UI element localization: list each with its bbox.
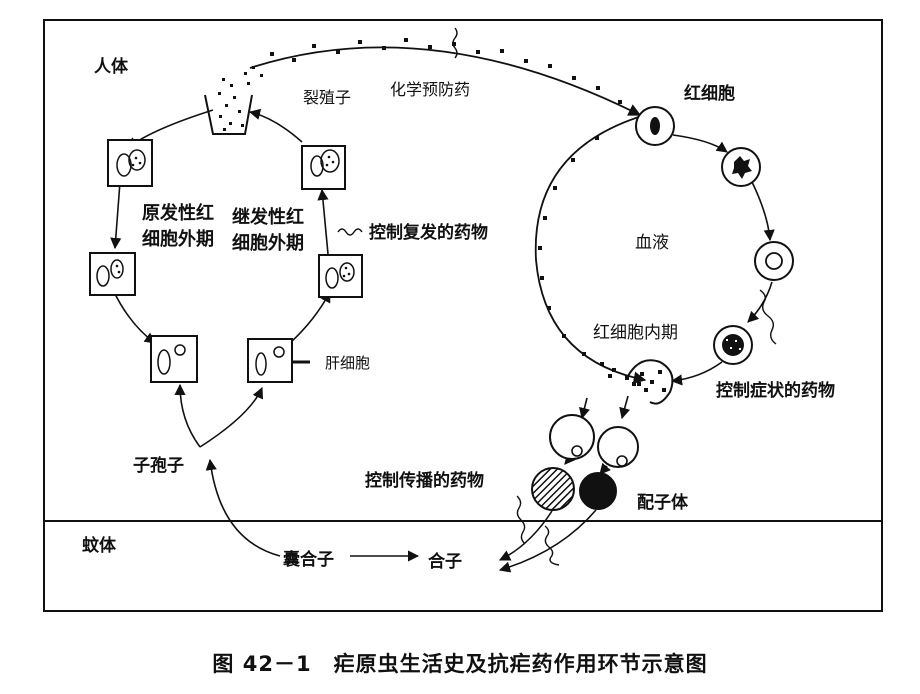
gametocyte-nucleus-b [616,455,628,467]
liver-cell-contents [96,149,355,376]
merozoite-dots [218,66,263,131]
gametocyte-cells [531,414,639,511]
label-zygote: 合子 [428,552,462,572]
liver-cell-speckles [115,155,351,278]
label-secondary-exo-line2: 细胞外期 [232,233,304,254]
label-sporozoite: 子孢子 [133,456,184,476]
label-gametocyte: 配子体 [637,493,688,513]
outer-frame [43,19,883,612]
liver-cell-boxes [89,139,363,383]
transmission-drug-squiggle-b [544,525,560,566]
label-oocyst: 囊合子 [283,550,334,570]
mosquito-transmission-arrows [205,458,597,573]
figure-caption: 图 42－1 疟原虫生活史及抗疟药作用环节示意图 [212,652,708,676]
label-relapse-drug: 控制复发的药物 [369,223,488,243]
label-erythro-stage: 红细胞内期 [593,323,678,343]
ring-parasite [650,117,660,135]
label-secondary-exo-line1: 继发性红 [232,207,304,228]
label-primary-exo-line1: 原发性红 [142,203,214,224]
schizont [722,334,744,356]
symptom-drug-squiggle [759,289,777,345]
liver-cycle-arcs [110,108,331,448]
prevention-drug-squiggle [452,27,458,59]
blood-cycle-left-arc [534,114,647,384]
ring-stage-inner [765,252,783,270]
label-rbc: 红细胞 [684,84,735,104]
rupture-dots [632,370,666,392]
label-liver-cell: 肝细胞 [325,354,371,372]
trophozoite [732,156,752,179]
region-label-mosquito: 蚊体 [82,536,116,556]
label-merozoite: 裂殖子 [303,88,352,107]
relapse-drug-squiggle [337,228,363,236]
schizont-speckles [726,339,741,350]
label-transmission-drug: 控制传播的药物 [365,471,484,491]
rupturing-rbc [627,359,674,405]
label-blood: 血液 [635,233,669,253]
label-chem-prevention: 化学预防药 [390,80,471,99]
label-symptom-drug: 控制症状的药物 [716,381,835,401]
blood-cycle-dots [538,136,641,386]
merozoite-path [249,46,642,116]
ruptured-liver-cell [204,94,253,135]
region-label-human: 人体 [94,57,128,77]
blood-cycle-right-arcs [670,134,775,386]
label-primary-exo-line2: 细胞外期 [142,229,214,250]
transmission-drug-squiggle-a [516,495,526,545]
gametocyte-nucleus-a [571,445,583,457]
merozoite-path-dots [270,38,622,104]
